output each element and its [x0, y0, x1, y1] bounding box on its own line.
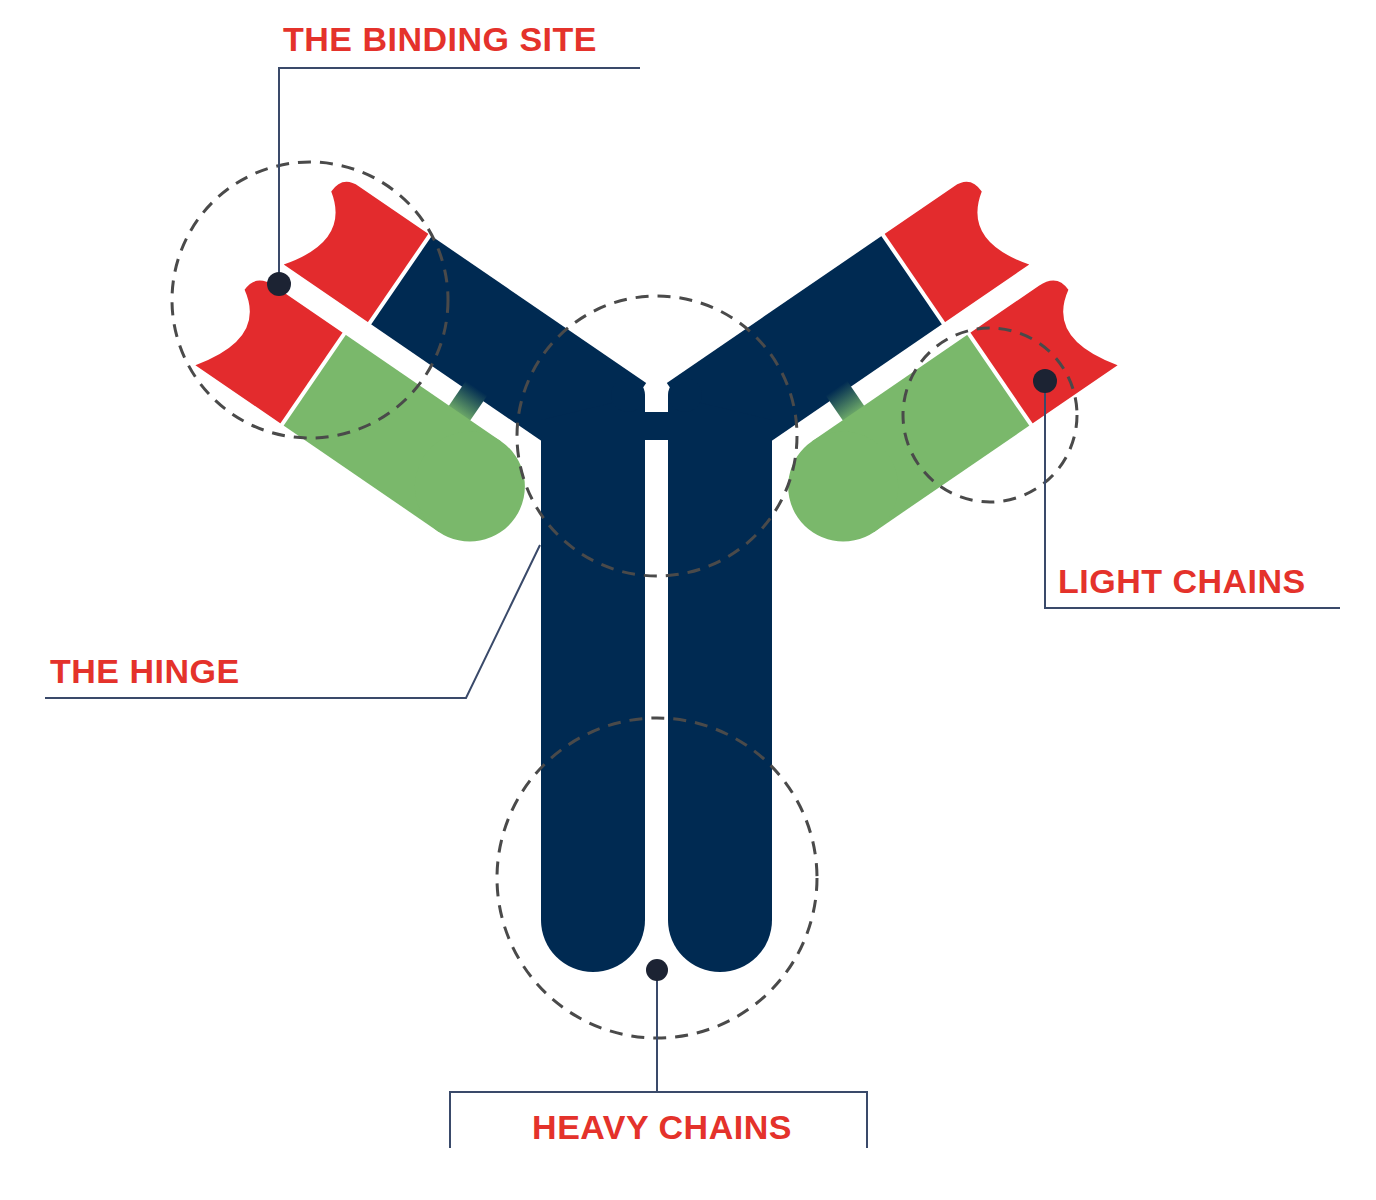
part-label: THE BINDING SITE [283, 22, 597, 58]
callout-circles [172, 162, 1077, 1038]
part-label: THE HINGE [50, 654, 240, 690]
heavy-chain-stem [541, 378, 772, 972]
leader-lines [45, 68, 1340, 1148]
part-label: LIGHT CHAINS [1058, 564, 1306, 600]
part-label: HEAVY CHAINS [532, 1110, 792, 1146]
callout-dots [267, 272, 1057, 981]
